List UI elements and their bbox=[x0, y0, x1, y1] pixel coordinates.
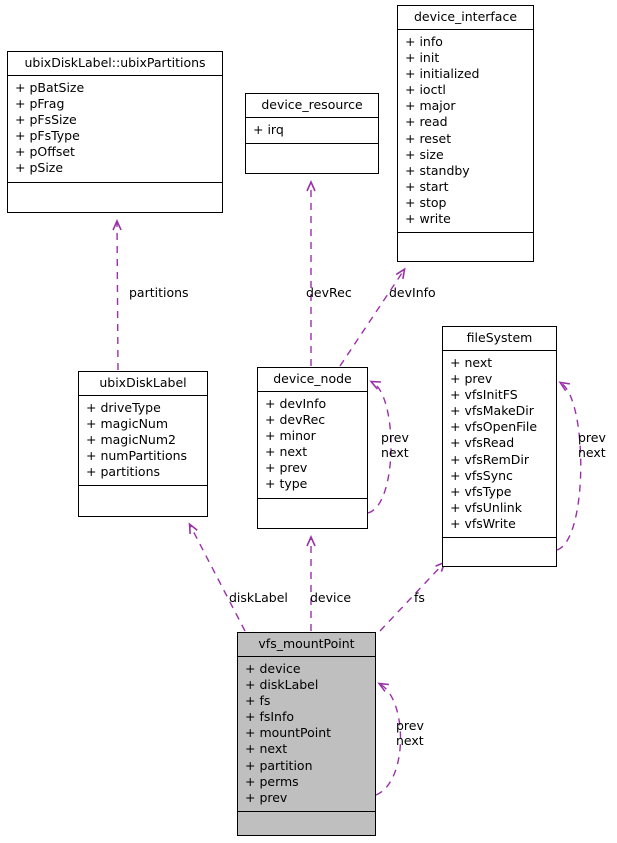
class-attribute: + driveType bbox=[86, 400, 161, 415]
uml-class-ubixPartitions[interactable]: ubixDiskLabel::ubixPartitions+ pBatSize+… bbox=[7, 51, 223, 213]
uml-class-device_node[interactable]: device_node+ devInfo+ devRec+ minor+ nex… bbox=[257, 367, 368, 529]
class-attribute: + initialized bbox=[405, 66, 480, 82]
class-operations-device_interface bbox=[398, 233, 533, 251]
class-attribute: + prev bbox=[450, 371, 493, 387]
edge-label-e-partitions: partitions bbox=[129, 285, 189, 300]
class-attribute: + pBatSize bbox=[15, 80, 85, 95]
class-operations-ubixPartitions bbox=[8, 183, 222, 201]
edge-label-e-fs: fs bbox=[414, 590, 425, 605]
class-title-fileSystem: fileSystem bbox=[443, 327, 556, 351]
uml-class-ubixDiskLabel[interactable]: ubixDiskLabel+ driveType+ magicNum+ magi… bbox=[78, 371, 208, 517]
class-attribute: + device bbox=[245, 661, 301, 676]
class-attribute: + numPartitions bbox=[86, 448, 188, 464]
class-attribute: + fs bbox=[245, 693, 271, 709]
class-attribute: + init bbox=[405, 50, 440, 66]
class-attributes-device_interface: + info+ init+ initialized+ ioctl+ major+… bbox=[398, 30, 533, 234]
edge-filesystem-self bbox=[556, 381, 582, 551]
edge-label-e-devInfo: devInfo bbox=[389, 285, 436, 300]
class-operations-device_node bbox=[258, 499, 367, 517]
class-attribute: + vfsType bbox=[450, 483, 512, 499]
edge-partitions bbox=[112, 219, 122, 371]
class-attribute: + magicNum2 bbox=[86, 432, 176, 448]
class-attribute: + reset bbox=[405, 130, 452, 146]
class-attribute: + next bbox=[450, 355, 493, 370]
class-operations-ubixDiskLabel bbox=[79, 486, 207, 504]
class-attribute: + type bbox=[265, 476, 308, 492]
class-attributes-device_node: + devInfo+ devRec+ minor+ next+ prev+ ty… bbox=[258, 392, 367, 499]
class-attribute: + read bbox=[405, 114, 448, 130]
class-operations-device_resource bbox=[246, 144, 378, 162]
class-attribute: + vfsUnlink bbox=[450, 499, 522, 515]
class-attributes-ubixDiskLabel: + driveType+ magicNum+ magicNum2+ numPar… bbox=[79, 396, 207, 487]
class-attribute: + magicNum bbox=[86, 416, 169, 432]
class-attribute: + stop bbox=[405, 194, 447, 210]
uml-class-vfs_mountPoint[interactable]: vfs_mountPoint+ device+ diskLabel+ fs+ f… bbox=[237, 632, 376, 836]
class-attribute: + perms bbox=[245, 773, 299, 789]
class-title-vfs_mountPoint: vfs_mountPoint bbox=[238, 633, 375, 657]
class-attribute: + write bbox=[405, 211, 451, 227]
class-attribute: + vfsWrite bbox=[450, 515, 516, 531]
class-attributes-vfs_mountPoint: + device+ diskLabel+ fs+ fsInfo+ mountPo… bbox=[238, 657, 375, 812]
class-attribute: + vfsOpenFile bbox=[450, 419, 538, 435]
class-attributes-fileSystem: + next+ prev+ vfsInitFS+ vfsMakeDir+ vfs… bbox=[443, 351, 556, 539]
class-attribute: + vfsSync bbox=[450, 467, 513, 483]
class-title-device_interface: device_interface bbox=[398, 6, 533, 30]
class-attribute: + devRec bbox=[265, 412, 326, 428]
class-attribute: + next bbox=[245, 741, 288, 757]
class-attribute: + vfsInitFS bbox=[450, 387, 518, 403]
class-title-device_node: device_node bbox=[258, 368, 367, 392]
class-attribute: + vfsRead bbox=[450, 435, 515, 451]
class-attribute: + pFsType bbox=[15, 128, 80, 144]
edge-label-e-diskLabel: diskLabel bbox=[229, 590, 288, 605]
class-attribute: + diskLabel bbox=[245, 677, 319, 693]
class-attribute: + ioctl bbox=[405, 82, 446, 98]
class-attribute: + pOffset bbox=[15, 144, 75, 160]
class-attribute: + start bbox=[405, 178, 449, 194]
class-attribute: + partitions bbox=[86, 464, 161, 480]
class-attribute: + pSize bbox=[15, 160, 64, 176]
class-attribute: + info bbox=[405, 34, 443, 49]
uml-class-device_interface[interactable]: device_interface+ info+ init+ initialize… bbox=[397, 5, 534, 262]
class-attribute: + standby bbox=[405, 162, 470, 178]
edge-label-e-mount-self: prev next bbox=[396, 718, 424, 748]
class-attribute: + pFrag bbox=[15, 96, 65, 112]
class-attribute: + partition bbox=[245, 757, 313, 773]
class-operations-vfs_mountPoint bbox=[238, 812, 375, 830]
class-attribute: + prev bbox=[265, 460, 308, 476]
edge-label-e-devnode-self: prev next bbox=[381, 430, 409, 460]
edge-label-e-filesystem-self: prev next bbox=[578, 430, 606, 460]
class-title-device_resource: device_resource bbox=[246, 94, 378, 118]
class-attribute: + vfsMakeDir bbox=[450, 403, 534, 419]
edge-label-e-device: device bbox=[310, 590, 352, 605]
class-attribute: + irq bbox=[253, 122, 284, 137]
edge-fs bbox=[379, 560, 447, 632]
class-operations-fileSystem bbox=[443, 538, 556, 556]
class-attribute: + size bbox=[405, 146, 444, 162]
class-attribute: + prev bbox=[245, 789, 288, 805]
class-title-ubixPartitions: ubixDiskLabel::ubixPartitions bbox=[8, 52, 222, 76]
class-title-ubixDiskLabel: ubixDiskLabel bbox=[79, 372, 207, 396]
class-attribute: + pFsSize bbox=[15, 112, 77, 128]
class-attribute: + fsInfo bbox=[245, 709, 295, 725]
class-attributes-ubixPartitions: + pBatSize+ pFrag+ pFsSize+ pFsType+ pOf… bbox=[8, 76, 222, 183]
class-attribute: + next bbox=[265, 444, 308, 460]
class-attribute: + vfsRemDir bbox=[450, 451, 529, 467]
class-attributes-device_resource: + irq bbox=[246, 118, 378, 145]
class-attribute: + devInfo bbox=[265, 396, 327, 411]
uml-class-device_resource[interactable]: device_resource + irq bbox=[245, 93, 379, 174]
edge-label-e-devRec: devRec bbox=[306, 285, 352, 300]
edge-diskLabel bbox=[188, 522, 246, 632]
class-attribute: + minor bbox=[265, 428, 316, 444]
class-attribute: + major bbox=[405, 98, 456, 114]
uml-class-fileSystem[interactable]: fileSystem+ next+ prev+ vfsInitFS+ vfsMa… bbox=[442, 326, 557, 567]
class-attribute: + mountPoint bbox=[245, 725, 332, 741]
